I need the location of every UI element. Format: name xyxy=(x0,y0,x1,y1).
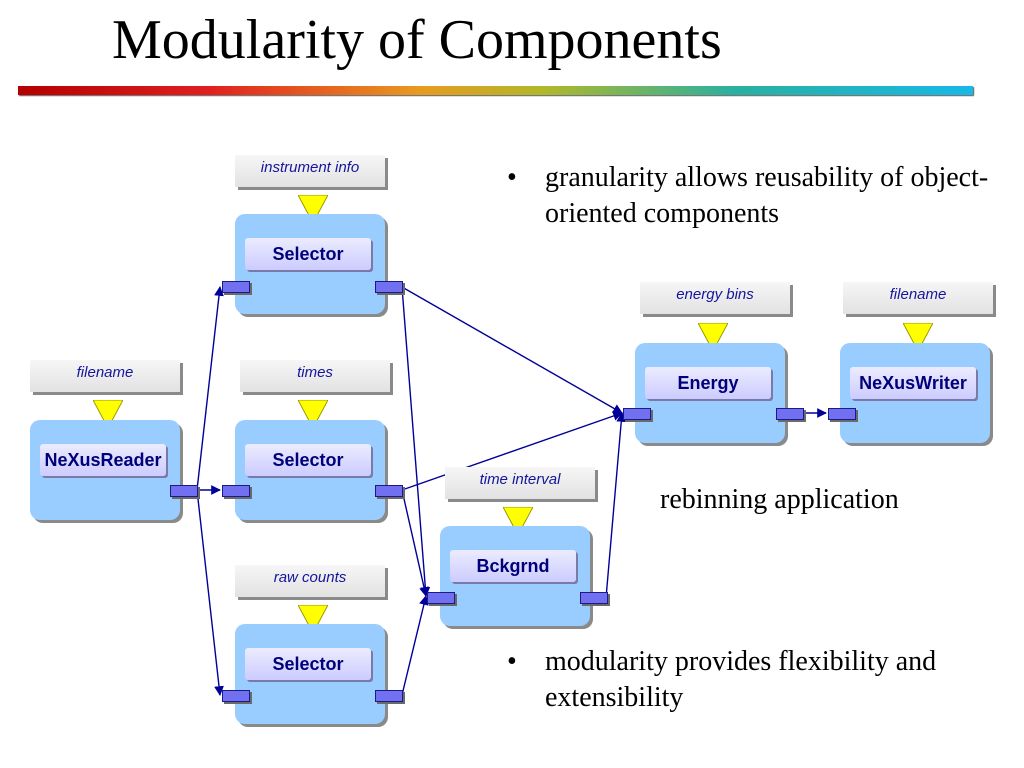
output-port[interactable] xyxy=(580,592,608,604)
wire-reader-to-selector-bottom xyxy=(196,489,224,696)
input-label-instrument-info: instrument info xyxy=(235,155,385,187)
module-nexus-reader[interactable]: NeXusReader xyxy=(30,420,180,520)
wire-selector-mid-to-background xyxy=(401,489,429,597)
input-label-filename: filename xyxy=(30,360,180,392)
module-name: NeXusReader xyxy=(40,444,166,476)
wire-selector-top-to-background xyxy=(401,286,431,597)
module-selector-instrument[interactable]: Selector xyxy=(235,214,385,314)
bullet-modularity: • modularity provides flexibility and ex… xyxy=(507,644,1005,716)
bullet-text-reusability: granularity allows reusability of object… xyxy=(545,162,989,229)
input-label-times: times xyxy=(240,360,390,392)
output-port[interactable] xyxy=(375,281,403,293)
input-port[interactable] xyxy=(623,408,651,420)
input-label-filename: filename xyxy=(843,282,993,314)
input-arrow-icon xyxy=(298,195,328,223)
module-name: Bckgrnd xyxy=(450,550,576,582)
bullet-marker: • xyxy=(507,162,517,193)
output-port[interactable] xyxy=(375,690,403,702)
input-port[interactable] xyxy=(222,281,250,293)
input-port[interactable] xyxy=(427,592,455,604)
input-arrow-icon xyxy=(503,507,533,535)
module-nexus-writer[interactable]: NeXusWriter xyxy=(840,343,990,443)
module-background[interactable]: Bckgrnd xyxy=(440,526,590,626)
input-arrow-icon xyxy=(298,605,328,633)
input-arrow-icon xyxy=(698,323,728,351)
diagram-caption: rebinning application xyxy=(660,484,899,515)
wire-selector-mid-to-energy xyxy=(401,411,623,491)
output-port[interactable] xyxy=(170,485,198,497)
wire-selector-bottom-to-background xyxy=(401,595,429,696)
bullet-text-modularity: modularity provides flexibility and exte… xyxy=(545,646,937,713)
bullet-marker: • xyxy=(507,646,517,677)
module-energy[interactable]: Energy xyxy=(635,343,785,443)
module-name: Selector xyxy=(245,648,371,680)
module-name: Energy xyxy=(645,367,771,399)
module-name: Selector xyxy=(245,238,371,270)
module-selector-raw-counts[interactable]: Selector xyxy=(235,624,385,724)
output-port[interactable] xyxy=(776,408,804,420)
input-label-time-interval: time interval xyxy=(445,467,595,499)
input-label-energy-bins: energy bins xyxy=(640,282,790,314)
output-port[interactable] xyxy=(375,485,403,497)
wire-background-to-energy xyxy=(605,412,627,599)
bullet-reusability: • granularity allows reusability of obje… xyxy=(507,160,1005,232)
input-port[interactable] xyxy=(828,408,856,420)
wire-selector-top-to-energy xyxy=(401,286,623,414)
input-arrow-icon xyxy=(903,323,933,351)
module-name: NeXusWriter xyxy=(850,367,976,399)
input-port[interactable] xyxy=(222,690,250,702)
input-arrow-icon xyxy=(93,400,123,428)
input-arrow-icon xyxy=(298,400,328,428)
input-port[interactable] xyxy=(222,485,250,497)
wire-reader-to-selector-top xyxy=(196,286,224,491)
input-label-raw-counts: raw counts xyxy=(235,565,385,597)
module-selector-times[interactable]: Selector xyxy=(235,420,385,520)
module-name: Selector xyxy=(245,444,371,476)
slide-title: Modularity of Components xyxy=(112,9,722,71)
title-divider xyxy=(18,86,973,95)
